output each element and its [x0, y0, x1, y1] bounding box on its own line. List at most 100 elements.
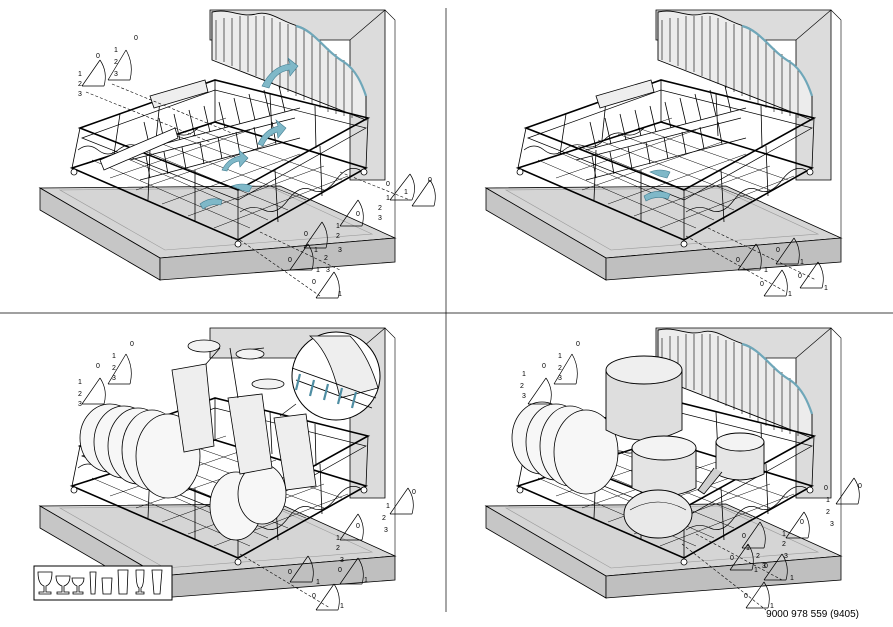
scale-label: 1	[790, 575, 794, 582]
plate-stack	[79, 403, 287, 541]
scale-label: 0	[730, 555, 734, 562]
scale-label: 1	[78, 379, 82, 386]
scale-label: 1	[558, 353, 562, 360]
scale-label: 1	[826, 497, 830, 504]
scale-label: 0	[96, 53, 100, 60]
tall-glass-icon	[151, 569, 163, 595]
scale-label: 1	[114, 47, 118, 54]
scale-label: 0	[356, 523, 360, 530]
champagne-flute-icon	[135, 569, 145, 595]
scale-label: 1	[338, 291, 342, 298]
scale-label: 1	[770, 603, 774, 610]
scale-label: 2	[324, 255, 328, 262]
height-scales-panel-1: 0 1 2 3 0 1 2 3 0 1 2 3 0 1 0 1 2 3 0 1 …	[78, 35, 436, 299]
scale-label: 2	[826, 509, 830, 516]
scale-label: 1	[78, 71, 82, 78]
plate-stack	[511, 401, 619, 495]
inverted-glasses	[171, 339, 317, 491]
scale-label: 0	[304, 231, 308, 238]
scale-label: 1	[336, 223, 340, 230]
scale-label: 0	[312, 279, 316, 286]
scale-label: 0	[130, 341, 134, 348]
scale-label: 0	[288, 257, 292, 264]
scale-label: 1	[788, 291, 792, 298]
glass-types-legend	[33, 565, 173, 601]
beer-glass-icon	[101, 577, 113, 595]
scale-label: 3	[522, 393, 526, 400]
fold-arrow	[221, 149, 249, 172]
scale-label: 0	[312, 593, 316, 600]
scale-label: 1	[800, 259, 804, 266]
scale-label: 0	[760, 281, 764, 288]
scale-label: 0	[542, 363, 546, 370]
scale-label: 2	[336, 545, 340, 552]
scale-label: 3	[338, 247, 342, 254]
fold-arrow	[257, 119, 287, 147]
fold-arrow	[649, 169, 671, 179]
fold-arrow	[231, 183, 253, 193]
scale-label: 0	[736, 257, 740, 264]
scale-label: 1	[754, 567, 758, 574]
scale-label: 0	[744, 593, 748, 600]
scale-label: 2	[114, 59, 118, 66]
scale-label: 0	[858, 483, 862, 490]
scale-label: 2	[112, 365, 116, 372]
scale-label: 2	[382, 515, 386, 522]
tumbler-icon	[89, 571, 97, 595]
saucepan	[631, 435, 697, 497]
scale-label: 3	[830, 521, 834, 528]
scale-label: 0	[776, 247, 780, 254]
detail-callout	[279, 331, 381, 421]
scale-label: 3	[78, 91, 82, 98]
scale-label: 3	[384, 527, 388, 534]
scale-label: 1	[746, 545, 750, 552]
goblet-icon	[55, 575, 71, 595]
scale-label: 1	[314, 247, 318, 254]
scale-label: 2	[558, 365, 562, 372]
scale-label: 3	[378, 215, 382, 222]
scale-label: 3	[762, 563, 766, 570]
scale-label: 0	[96, 363, 100, 370]
scale-label: 0	[338, 567, 342, 574]
scale-label: 0	[798, 273, 802, 280]
fold-arrow	[199, 198, 223, 210]
scale-label: 0	[288, 569, 292, 576]
scale-label: 3	[112, 375, 116, 382]
scale-label: 1	[336, 535, 340, 542]
scale-label: 1	[404, 189, 408, 196]
fold-arrow	[643, 191, 671, 202]
scale-label: 3	[114, 71, 118, 78]
panel-plates-and-pots: 0 1 2 3 0 1 2 3 0 0 1 2 3 0 1 2 3 0 1 2 …	[485, 327, 862, 611]
scale-label: 1	[316, 579, 320, 586]
scale-label: 2	[378, 205, 382, 212]
small-pot	[697, 432, 765, 495]
scale-label: 0	[742, 533, 746, 540]
scale-label: 3	[558, 375, 562, 382]
scale-label: 1	[386, 195, 390, 202]
scale-label: 0	[764, 563, 768, 570]
scale-label: 1	[364, 577, 368, 584]
scale-label: 1	[782, 531, 786, 538]
scale-label: 1	[522, 371, 526, 378]
scale-label: 2	[78, 391, 82, 398]
fold-arrow	[261, 57, 299, 89]
goblet-icon	[71, 577, 85, 595]
scale-label: 0	[386, 181, 390, 188]
scale-label: 1	[112, 353, 116, 360]
bowl	[623, 489, 693, 539]
large-pot	[605, 355, 683, 441]
scale-label: 1	[764, 267, 768, 274]
wine-glass-icon	[37, 571, 53, 595]
scale-label: 0	[824, 485, 828, 492]
scale-label: 3	[340, 557, 344, 564]
scale-label: 2	[782, 541, 786, 548]
panel-tines-folded: 0 1 0 1 0 1 0 1	[485, 9, 842, 298]
scale-label: 1	[386, 503, 390, 510]
tall-glass-icon	[117, 569, 129, 595]
document-number: 9000 978 559 (9405)	[766, 609, 859, 620]
scale-label: 3	[326, 267, 330, 274]
scale-label: 0	[428, 177, 432, 184]
scale-label: 0	[412, 489, 416, 496]
scale-label: 3	[78, 401, 82, 408]
